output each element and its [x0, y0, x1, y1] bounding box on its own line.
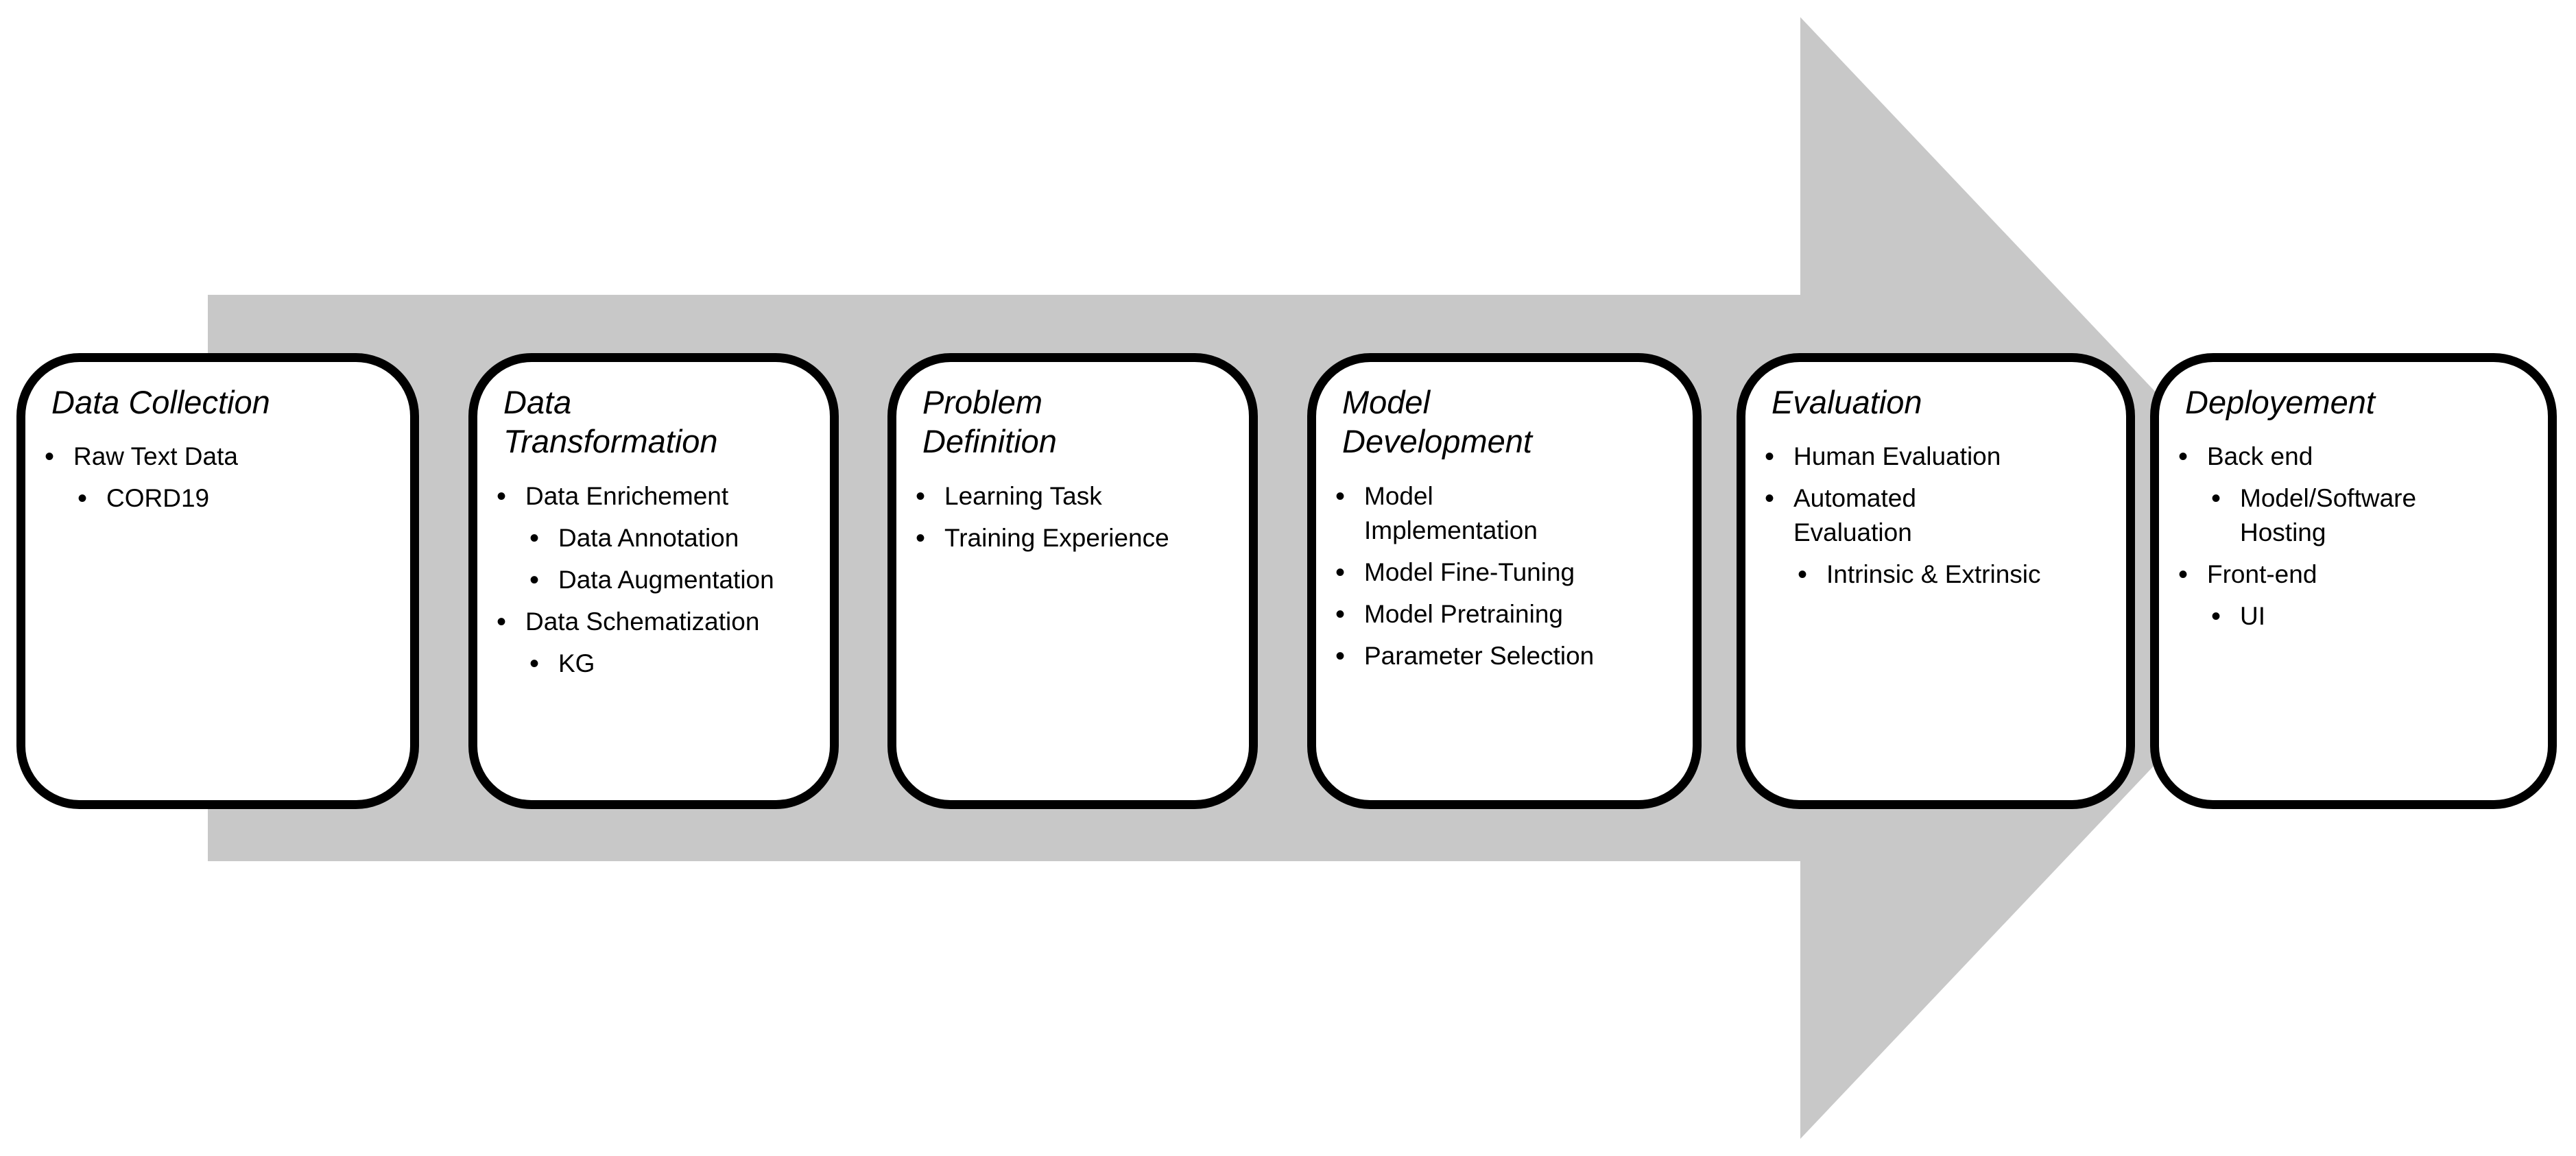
step-box-data-collection: Data Collection • Raw Text Data • CORD19 — [16, 353, 419, 809]
bullet-item: • Training Experience — [916, 521, 1237, 555]
bullet-item-label: Automated Evaluation — [1793, 484, 1916, 547]
step-box-data-transformation: Data Transformation • Data Enrichement • Da… — [468, 353, 839, 809]
bullet-icon: • — [1335, 640, 1346, 671]
bullet-icon: • — [2211, 483, 2221, 514]
bullet-icon: • — [529, 522, 540, 553]
bullet-item-label: Training Experience — [944, 523, 1169, 552]
bullet-icon: • — [1765, 483, 1775, 514]
bullet-item-label: Back end — [2207, 442, 2313, 471]
bullet-icon: • — [1335, 599, 1346, 629]
bullet-item-label: Data Augmentation — [558, 565, 774, 594]
step-title: Deployement — [2185, 384, 2375, 420]
step-title: Data Transformation — [503, 384, 718, 460]
step-box-deployement: Deployement • Back end • Model/Software Hos… — [2150, 353, 2557, 809]
bullet-icon: • — [497, 481, 507, 511]
bullet-item-label: Model Fine-Tuning — [1364, 557, 1575, 586]
bullet-item: • Data Enrichement — [497, 479, 818, 514]
bullet-item: • Intrinsic & Extrinsic — [1798, 557, 2114, 592]
bullet-item-label: Parameter Selection — [1364, 641, 1595, 670]
bullet-item-label: Raw Text Data — [73, 442, 238, 471]
bullet-icon: • — [1335, 481, 1346, 511]
step-box-model-development: Model Development •Model Implementation•… — [1307, 353, 1702, 809]
bullet-item-label: Front-end — [2207, 560, 2317, 589]
bullet-item-label: Model Pretraining — [1364, 599, 1563, 628]
bullet-item: • CORD19 — [77, 481, 398, 516]
bullet-item: • Back end — [2178, 439, 2536, 474]
bullet-item-label: UI — [2240, 602, 2265, 631]
bullet-icon: • — [529, 564, 540, 595]
bullet-item-label: Human Evaluation — [1793, 442, 2001, 471]
step-items: • Back end • Model/Software Hosting • Front-e… — [2178, 439, 2536, 634]
bullet-item: • Model Fine-Tuning — [1335, 555, 1680, 590]
bullet-icon: • — [1335, 557, 1346, 588]
bullet-item: • Data Augmentation — [529, 563, 818, 597]
bullet-item: • Data Schematization — [497, 605, 818, 639]
step-box-evaluation: Evaluation • Human Evaluation • Automated E… — [1737, 353, 2135, 809]
bullet-item-label: Data Schematization — [525, 607, 760, 636]
bullet-item: • Model Pretraining — [1335, 597, 1680, 631]
bullet-icon: • — [1798, 559, 1808, 590]
bullet-icon: • — [2178, 559, 2189, 590]
bullet-icon: • — [45, 442, 55, 472]
bullet-item-label: Data Enrichement — [525, 481, 729, 510]
bullet-item-label: Learning Task — [944, 481, 1102, 510]
bullet-item: • UI — [2211, 599, 2536, 634]
bullet-item: • Front-end — [2178, 557, 2536, 592]
bullet-item-label: KG — [558, 649, 595, 677]
bullet-item: • Model Implementation — [1335, 479, 1680, 548]
bullet-item-label: Data Annotation — [558, 523, 739, 552]
bullet-item: • Raw Text Data — [45, 439, 398, 474]
step-items: • Human Evaluation • Automated Evaluation • I… — [1765, 439, 2114, 592]
bullet-item-label: CORD19 — [106, 484, 210, 513]
step-items: • Data Enrichement • Data Annotation • Data A… — [497, 479, 818, 681]
step-title: Problem Definition — [922, 384, 1057, 460]
bullet-item: • Learning Task — [916, 479, 1237, 514]
bullet-icon: • — [2211, 601, 2221, 632]
bullet-icon: • — [1765, 442, 1775, 472]
step-box-problem-definition: Problem Definition • Learning Task • Traini… — [887, 353, 1258, 809]
bullet-icon: • — [529, 648, 540, 679]
bullet-item: • Parameter Selection — [1335, 639, 1680, 673]
bullet-icon: • — [916, 481, 926, 511]
step-title: Evaluation — [1772, 384, 1922, 420]
bullet-item-label: Intrinsic & Extrinsic — [1826, 560, 2041, 589]
step-items: •Model Implementation•Model Fine-Tuning•… — [1335, 479, 1680, 673]
bullet-item: • Model/Software Hosting — [2211, 481, 2536, 550]
bullet-item-label: Model Implementation — [1364, 481, 1538, 544]
bullet-icon: • — [497, 606, 507, 637]
bullet-item-label: Model/Software Hosting — [2240, 484, 2417, 547]
bullet-item: • KG — [529, 647, 818, 681]
bullet-item: • Automated Evaluation — [1765, 481, 2114, 550]
bullet-item: • Data Annotation — [529, 521, 818, 555]
bullet-item: • Human Evaluation — [1765, 439, 2114, 474]
bullet-icon: • — [916, 522, 926, 553]
bullet-icon: • — [77, 483, 88, 514]
step-title: Model Development — [1342, 384, 1532, 460]
step-items: • Raw Text Data • CORD19 — [45, 439, 398, 516]
bullet-icon: • — [2178, 442, 2189, 472]
step-title: Data Collection — [51, 384, 270, 420]
step-items: • Learning Task • Training Experience — [916, 479, 1237, 555]
